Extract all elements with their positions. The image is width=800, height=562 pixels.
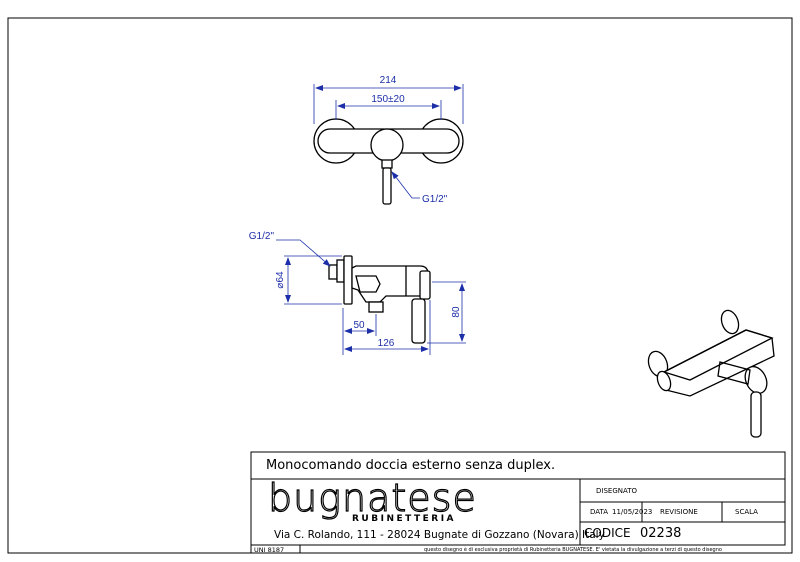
wall-flange: [343, 255, 353, 305]
side-view-dimensions: [276, 239, 466, 355]
outlet-side: [368, 301, 384, 313]
lever-side: [411, 298, 426, 344]
drawing-description: Monocomando doccia esterno senza duplex.: [266, 458, 556, 473]
dim-centers: 150±20: [371, 94, 405, 105]
iso-right-rosette: [720, 309, 740, 335]
dim-thread-top: G1/2": [422, 194, 448, 205]
data-value: 11/05/2023: [612, 508, 653, 516]
dim-diameter: ⌀64: [275, 271, 286, 289]
outlet-nut: [381, 159, 393, 169]
iso-body-top: [662, 329, 774, 381]
revisione-label: REVISIONE: [660, 508, 698, 516]
company-address: Via C. Rolando, 111 - 28024 Bugnate di G…: [274, 529, 605, 541]
brand-logo: bugnatese: [267, 476, 477, 520]
dim-depth: 126: [378, 338, 395, 349]
lever-handle: [382, 167, 392, 205]
cartridge-side: [419, 270, 431, 300]
iso-lever: [750, 391, 762, 438]
iso-outlet: [717, 361, 751, 385]
iso-body-end: [656, 370, 672, 392]
scala-label: SCALA: [735, 508, 758, 516]
sheet-frame: [7, 17, 793, 554]
top-view: [313, 118, 464, 205]
mixer-body: [351, 265, 429, 303]
inlet-connector: [328, 264, 338, 280]
disegnato-label: DISEGNATO: [596, 487, 638, 495]
dim-offset: 50: [353, 320, 365, 331]
disclaimer: questo disegno è di esclusiva proprietà …: [424, 547, 722, 553]
cartridge-cap: [370, 128, 404, 162]
codice-value: 02238: [640, 526, 682, 541]
dim-thread-side: G1/2": [249, 231, 275, 242]
dim-overall-width: 214: [380, 75, 397, 86]
data-label: DATA: [590, 508, 609, 516]
body-recess: [355, 275, 381, 293]
standard-ref: UNI 8187: [254, 546, 285, 554]
title-block: [250, 451, 786, 553]
top-view-dimensions: [313, 84, 464, 199]
isometric-view: [647, 309, 775, 438]
brand-subtitle: RUBINETTERIA: [352, 514, 457, 524]
wall-flange-ring: [336, 259, 345, 283]
codice-label: CODICE: [584, 526, 631, 540]
side-view: [328, 255, 431, 344]
dim-height: 80: [451, 306, 462, 318]
